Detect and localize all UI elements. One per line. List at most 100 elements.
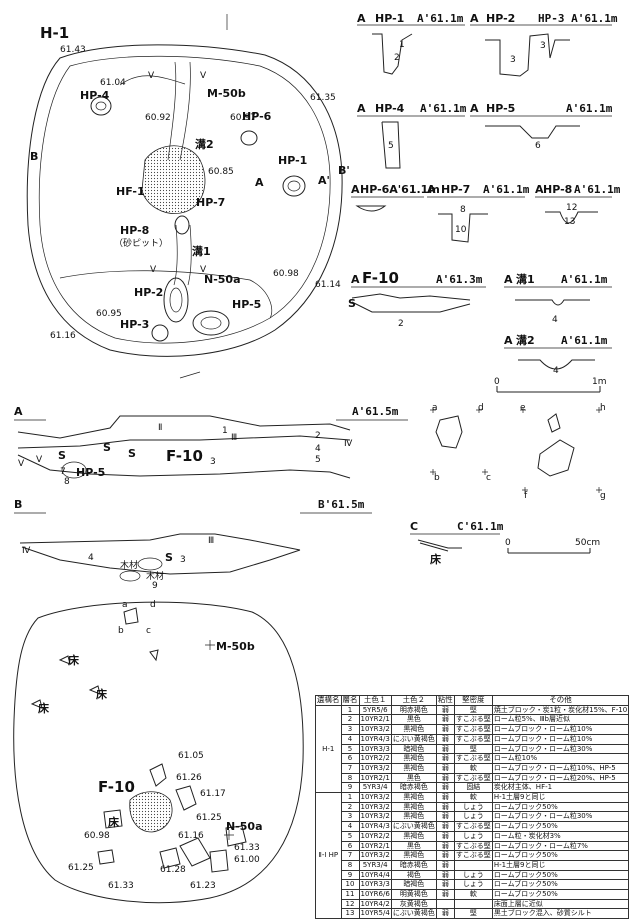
feature-label-hp5: HP-5 (232, 298, 261, 311)
table-cell: 暗赤褐色 (390, 782, 437, 794)
layer-number: 6 (535, 141, 541, 151)
table-cell: 弱 (435, 782, 455, 794)
wood-label: 木材 (146, 570, 164, 582)
table-cell: 明赤褐色 (390, 704, 437, 716)
layer-number: 2 (398, 319, 404, 329)
table-cell: しょう (453, 879, 493, 891)
wood-label: 木材 (120, 559, 138, 571)
elevation-label: 61.16 (178, 831, 204, 841)
table-cell: しょう (453, 801, 493, 813)
stone-scatter (97, 763, 247, 873)
elevation-label: 60.85 (208, 167, 234, 177)
pit-sections: A HP-1 A'61.1m 1 2 A HP-2 HP-3 A'61.1m 3… (348, 12, 621, 393)
table-cell: ロームブロック・ローム粒20%、HP-5 (491, 772, 629, 784)
elevation-label: 61.00 (234, 855, 260, 865)
table-cell: ロームブロック50% (491, 889, 629, 900)
table-cell: すこぶる堅 (453, 753, 493, 764)
table-cell: 軟 (453, 889, 493, 900)
table-cell: 2 (340, 714, 360, 726)
section-profile-hp5 (485, 125, 580, 139)
layer-number: 8 (64, 477, 70, 487)
table-cell: 弱 (435, 762, 455, 774)
section-s-label: S (348, 297, 356, 310)
plan-bottom-n50a: N-50a (226, 820, 263, 833)
table-cell: 10YR4/3 (358, 821, 392, 832)
header-color2: 土色２ (390, 695, 437, 706)
layer-number: 5 (315, 455, 321, 465)
section-name: HP-1 (375, 12, 404, 25)
section-profile-hp6 (355, 205, 387, 212)
elevation-label: 60.98 (84, 831, 110, 841)
scale-end: 1m (592, 377, 607, 387)
layer-number: 9 (152, 581, 158, 591)
table-cell: にぶい黄褐色 (390, 908, 437, 919)
grid-label-m50b: M-50b (207, 87, 246, 100)
feature-label-hp3: HP-3 (120, 318, 149, 331)
table-cell: すこぶる堅 (453, 840, 493, 852)
trench-label-mizo1: 溝1 (192, 244, 211, 258)
table-cell: すこぶる堅 (453, 850, 493, 861)
elevation-label: 61.17 (200, 789, 226, 799)
pit-hp4 (90, 96, 112, 116)
section-right-label: A'61.1m (417, 12, 464, 25)
section-right-label: A'61.1m (561, 273, 608, 286)
table-cell: しょう (453, 811, 493, 823)
section-left-label: A (504, 334, 513, 347)
section-left-label: A (351, 183, 360, 196)
table-cell: 10YR2/1 (358, 714, 392, 726)
feature-label-hp2: HP-2 (134, 286, 163, 299)
section-a-left: A (14, 405, 23, 418)
table-cell: 黒色 (390, 714, 437, 726)
table-cell: 焼土ブロック・炭1粒・炭化材15%、F-10 (491, 704, 629, 716)
table-cell: しょう (453, 869, 493, 881)
section-right-label: A'61.1m (420, 102, 467, 115)
plan-h1: H-1 61.43 61.04 60.92 60.97 61.35 60.85 … (26, 14, 350, 379)
section-name: F-10 (362, 269, 399, 287)
floor-label: 床 (38, 701, 50, 715)
artifact-label: h (600, 403, 606, 413)
table-cell: 弱 (435, 733, 455, 745)
pit-hp6 (240, 130, 258, 146)
section-b: B B'61.5m Ⅳ Ⅲ 4 3 9 木材 木材 S (14, 498, 372, 591)
section-profile-hp7 (438, 213, 488, 243)
artifact-label: d (150, 600, 156, 610)
elevation-label: 61.25 (68, 863, 94, 873)
header-layer: 層名 (340, 695, 360, 706)
layer-number: 1 (222, 426, 228, 436)
section-left-label: A (357, 102, 366, 115)
section-left-label: A (357, 12, 366, 25)
feature-label-hf1: HF-1 (116, 185, 145, 198)
elevation-label: 61.14 (315, 280, 341, 290)
pit-hp2 (163, 277, 189, 323)
table-cell: 暗褐色 (390, 879, 437, 891)
layer-number: 5 (388, 141, 394, 151)
table-cell: 12 (340, 898, 360, 910)
table-cell: 明黄褐色 (390, 889, 437, 900)
section-profile-f10 (351, 293, 471, 313)
section-name: 溝2 (516, 333, 535, 347)
section-a-hp5: HP-5 (76, 466, 105, 479)
layer-number: 1 (399, 40, 405, 50)
section-left-label: A (504, 273, 513, 286)
table-cell: 1 (340, 704, 360, 716)
pit-hp3 (151, 324, 169, 342)
table-cell: 弱 (435, 724, 455, 735)
header-color1: 土色１ (358, 695, 392, 706)
feature-label-hp4: HP-4 (80, 89, 110, 102)
table-cell: 5 (340, 830, 360, 842)
roman-layer: Ⅲ (208, 536, 214, 546)
contour-line (59, 270, 273, 319)
section-b-left: B (14, 498, 22, 511)
layer-number: 3 (180, 555, 186, 565)
table-cell: 10YR3/2 (358, 801, 392, 813)
table-cell: 床面上層に近似 (491, 898, 629, 910)
feature-label-hp1: HP-1 (278, 154, 307, 167)
table-cell: 7 (340, 850, 360, 861)
table-cell: ロームブロック50% (491, 821, 629, 832)
layer-number: 4 (88, 553, 94, 563)
